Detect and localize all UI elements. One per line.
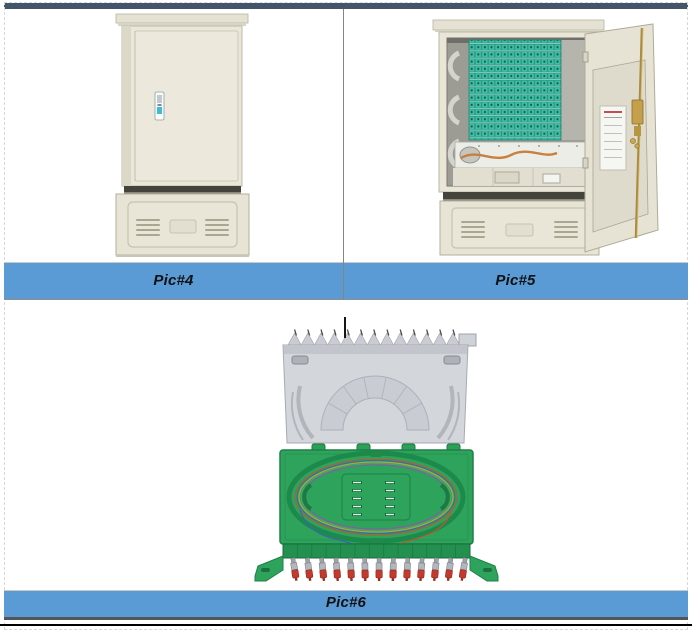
- tray-tab-bottom: [370, 538, 382, 543]
- splice-holder-platform: [341, 473, 411, 521]
- plinth-center-recess: [169, 219, 197, 234]
- splice-tray: [254, 329, 499, 582]
- caption-banner-row2-shadow: [4, 617, 688, 620]
- figure-pic4-cabinet-closed-image: [115, 13, 250, 257]
- column-divider: [343, 9, 344, 300]
- base-gap-highlight: [443, 199, 596, 201]
- splice-shelf: [454, 141, 588, 169]
- cover-slot-left: [291, 355, 309, 365]
- tray-tab-top: [370, 452, 382, 457]
- open-door: [582, 23, 659, 253]
- figure-pic6-splice-tray-image: [254, 329, 499, 582]
- caption-banner-row2: [4, 590, 688, 617]
- cover-serrated-edge: [287, 329, 461, 346]
- caption-pic6: Pic#6: [325, 594, 367, 611]
- interior-lower-bay: [453, 168, 589, 186]
- fiber-strand: [399, 509, 453, 545]
- cover-slot-right: [443, 355, 461, 365]
- caption-pic5: Pic#5: [495, 272, 536, 289]
- fiber-adapter-grid: [468, 39, 562, 141]
- flange-slot-left: [261, 568, 270, 572]
- connector-bar: [282, 543, 471, 559]
- orange-fiber-cable: [460, 150, 558, 160]
- figure-pic5-cabinet-open-image: [432, 19, 659, 256]
- cabinet-lid-lip: [435, 30, 602, 32]
- plinth-vents: [461, 221, 578, 238]
- cabinet-closed: [115, 13, 250, 257]
- flange-slot-right: [483, 568, 492, 572]
- door-lock-rod: [630, 27, 644, 239]
- cabinet-side-shade: [122, 26, 131, 186]
- cabinet-open: [432, 19, 659, 256]
- caption-banner-row1: [4, 262, 688, 300]
- fiber-retention-tabs: [302, 483, 450, 511]
- base-gap-band: [124, 186, 241, 192]
- cabinet-lid-lip: [118, 23, 246, 26]
- door-lock: [154, 91, 165, 121]
- cover-ring-segments: [328, 377, 422, 415]
- cabinet-lid: [115, 13, 249, 24]
- fc-connectors-with-red-caps: [290, 557, 468, 582]
- door-hinge: [582, 51, 589, 63]
- base-gap-highlight: [124, 192, 241, 194]
- caption-pic4: Pic#4: [153, 272, 194, 289]
- fiber-strand: [299, 509, 353, 545]
- text-cursor-mark: [344, 317, 346, 338]
- plinth-vents: [136, 219, 229, 236]
- top-accent-bar: [4, 3, 688, 9]
- splice-holders: [352, 481, 395, 516]
- base-gap-band: [443, 192, 596, 199]
- cover-ring-emboss: [320, 375, 430, 431]
- cabinet-door: [134, 30, 239, 182]
- cover-corner-arcs: [290, 385, 461, 441]
- plinth-center-recess: [505, 223, 534, 237]
- plinth-base-edge: [116, 255, 249, 257]
- cover-corner-tab: [458, 333, 477, 347]
- door-hinge: [582, 157, 589, 169]
- bottom-rule: [0, 624, 692, 626]
- cabinet-lid: [432, 19, 605, 31]
- connector-bar-separators: [296, 544, 456, 558]
- cover-top-band: [284, 345, 467, 354]
- door-label-card: [599, 105, 627, 171]
